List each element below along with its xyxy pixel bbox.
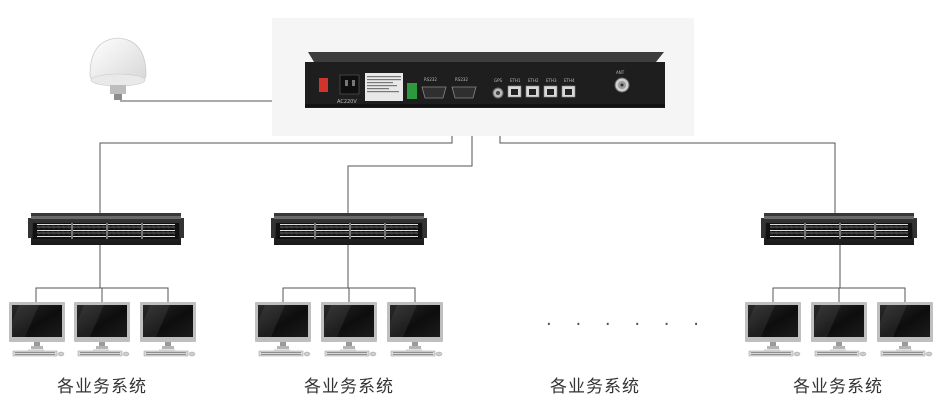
port-label-1: RS232 bbox=[424, 77, 437, 82]
time-server-device-icon: AC220V RS232 RS232 GPS ETH1 ETH2 ETH3 ET… bbox=[305, 52, 665, 108]
port-label-5: ETH2 bbox=[528, 78, 539, 83]
terminal-block bbox=[407, 83, 417, 99]
computer-workstation-icon bbox=[810, 301, 868, 357]
computer-workstation-icon bbox=[8, 301, 66, 357]
network-switch-icon bbox=[270, 212, 428, 246]
port-label-4: ETH1 bbox=[510, 78, 521, 83]
port-label-7: ETH4 bbox=[564, 78, 575, 83]
line-to-switch-2 bbox=[347, 110, 473, 213]
ellipsis-indicator: · · · · · · bbox=[546, 314, 708, 335]
port-label-6: ETH3 bbox=[546, 78, 557, 83]
power-switch bbox=[319, 78, 328, 92]
spec-label-sticker bbox=[365, 73, 403, 101]
computer-workstation-icon bbox=[254, 301, 312, 357]
gps-antenna-icon bbox=[89, 37, 147, 100]
computer-workstation-icon bbox=[139, 301, 197, 357]
db9-port-1 bbox=[421, 86, 447, 99]
port-label-3: GPS bbox=[494, 78, 503, 83]
network-switch-icon bbox=[760, 212, 918, 246]
port-label-2: RS232 bbox=[455, 77, 468, 82]
computer-workstation-icon bbox=[320, 301, 378, 357]
group-label-3: 各业务系统 bbox=[550, 377, 640, 397]
group-label-1: 各业务系统 bbox=[57, 377, 147, 397]
power-label: AC220V bbox=[337, 99, 357, 105]
computer-workstation-icon bbox=[876, 301, 934, 357]
network-switch-icon bbox=[27, 212, 185, 246]
computer-workstation-icon bbox=[386, 301, 444, 357]
power-socket bbox=[339, 74, 360, 95]
computer-workstation-icon bbox=[73, 301, 131, 357]
group-label-2: 各业务系统 bbox=[304, 377, 394, 397]
db9-port-2 bbox=[451, 86, 477, 99]
port-label-8: ANT bbox=[616, 70, 625, 75]
computer-workstation-icon bbox=[744, 301, 802, 357]
group-label-4: 各业务系统 bbox=[793, 377, 883, 397]
